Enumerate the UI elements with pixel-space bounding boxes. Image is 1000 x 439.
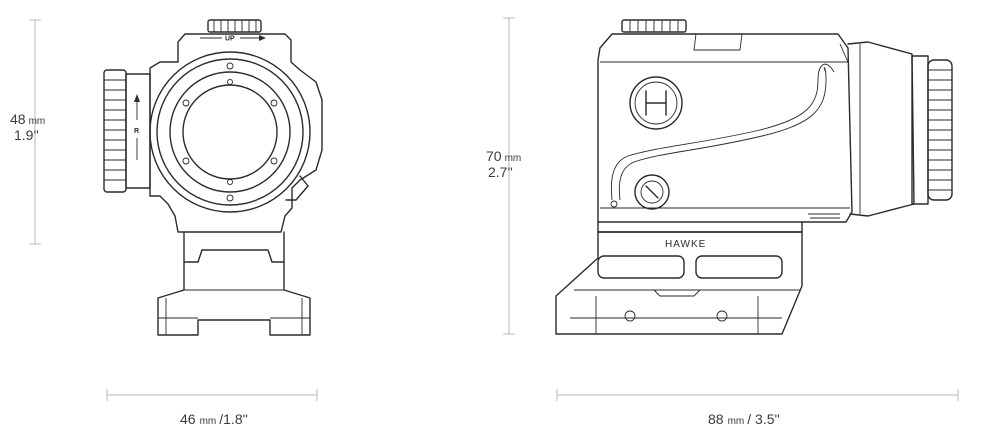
- body-screw: [610, 200, 618, 208]
- side-length-imperial: / 3.5'': [747, 411, 780, 427]
- front-riser: [183, 231, 285, 263]
- body-chamfer: [839, 43, 849, 63]
- eyepiece-knurl-lines: [928, 69, 952, 191]
- front-housing-outline: [149, 33, 323, 233]
- top-turret-cap: [207, 19, 262, 33]
- side-top-turret-ridges: [629, 20, 679, 32]
- r-arrow-marking: R: [134, 94, 140, 160]
- mount-cutout-left: [597, 255, 685, 279]
- mount-cutout-right: [695, 255, 783, 279]
- brightness-dial: [634, 174, 670, 210]
- up-arrow-marking: UP: [200, 35, 266, 43]
- screw-head: [270, 99, 278, 107]
- front-width-imperial: /1.8'': [219, 411, 248, 427]
- front-width-label: 46 mm/1.8'': [180, 411, 248, 427]
- lens-retaining-ring: [169, 71, 291, 193]
- objective-lens: [182, 84, 278, 180]
- side-length-unit: mm: [728, 416, 745, 427]
- screw-head: [182, 99, 190, 107]
- dimension-line-front-height: [29, 19, 41, 245]
- dimension-line-front-width: [106, 389, 318, 401]
- front-width-unit: mm: [200, 416, 217, 427]
- outer-bezel-ring: [149, 51, 311, 213]
- mount-screw-hole: [624, 310, 636, 322]
- screw-head: [226, 194, 234, 202]
- screw-head: [226, 62, 234, 70]
- front-height-unit: mm: [29, 116, 46, 127]
- side-turret-ridges: [104, 79, 126, 181]
- side-length-label: 88 mm/ 3.5'': [708, 411, 780, 427]
- front-height-value: 48: [10, 111, 26, 127]
- up-arrow-label: UP: [225, 36, 235, 43]
- screw-head: [182, 157, 190, 165]
- side-riser: [597, 221, 803, 233]
- mount-center-notch: [653, 289, 701, 297]
- front-height-imperial: 1.9'': [14, 127, 39, 143]
- side-height-imperial: 2.7'': [488, 164, 513, 180]
- screw-head: [227, 79, 233, 85]
- top-plate-recess: [693, 33, 743, 51]
- mount-screw-hole: [716, 310, 728, 322]
- brand-badge: [629, 76, 683, 130]
- side-view-drawing: HAWKE: [555, 19, 953, 335]
- dimension-line-side-height: [503, 17, 515, 335]
- side-length-value: 88: [708, 411, 724, 427]
- lens-hood: [847, 41, 915, 217]
- side-height-unit: mm: [505, 153, 522, 164]
- riser-vents: [808, 213, 840, 219]
- top-turret-ridges: [213, 20, 257, 32]
- brand-text: HAWKE: [665, 239, 706, 250]
- ring-screws: [182, 62, 278, 202]
- side-height-value: 70: [486, 148, 502, 164]
- battery-channel: [610, 63, 835, 201]
- side-turret-cap: [103, 69, 127, 193]
- screw-head: [270, 157, 278, 165]
- front-view-drawing: UP R: [103, 19, 323, 336]
- front-width-value: 46: [180, 411, 196, 427]
- front-mount-base: [157, 261, 311, 336]
- side-mount-body: [555, 231, 803, 335]
- dimension-line-side-length: [556, 389, 959, 401]
- r-arrow-label: R: [134, 128, 139, 135]
- side-lever: [285, 175, 309, 201]
- screw-head: [227, 179, 233, 185]
- side-body-outline: [597, 33, 853, 223]
- bezel-inner-ring: [156, 58, 304, 206]
